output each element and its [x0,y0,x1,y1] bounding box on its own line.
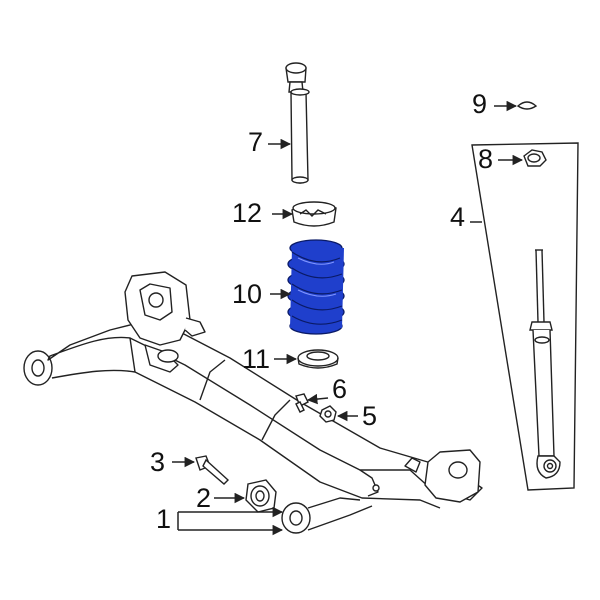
callout-2: 2 [196,483,212,513]
bolt-part [195,455,230,485]
leader-lines [172,100,524,536]
coil-spring-part [287,239,345,335]
callout-11: 11 [242,344,271,374]
callout-9: 9 [472,89,488,119]
callout-7: 7 [248,127,264,157]
callout-5: 5 [362,401,378,431]
callout-3: 3 [150,447,166,477]
axle-beam [23,271,483,534]
callout-6: 6 [332,374,348,404]
nut-part [319,405,337,423]
callout-12: 12 [232,198,263,228]
bump-stop-part [285,62,310,184]
callout-1: 1 [156,504,172,534]
shock-absorber-assembly [471,142,579,491]
bushing-part [245,479,277,513]
cap-part [516,101,538,110]
shock-nut-part [523,149,547,167]
shock-absorber-box [471,142,579,491]
callout-4: 4 [450,202,466,232]
callout-10: 10 [232,279,263,309]
callout-8: 8 [478,144,494,174]
lower-insulator-part [297,349,339,369]
upper-insulator-part [291,201,337,227]
